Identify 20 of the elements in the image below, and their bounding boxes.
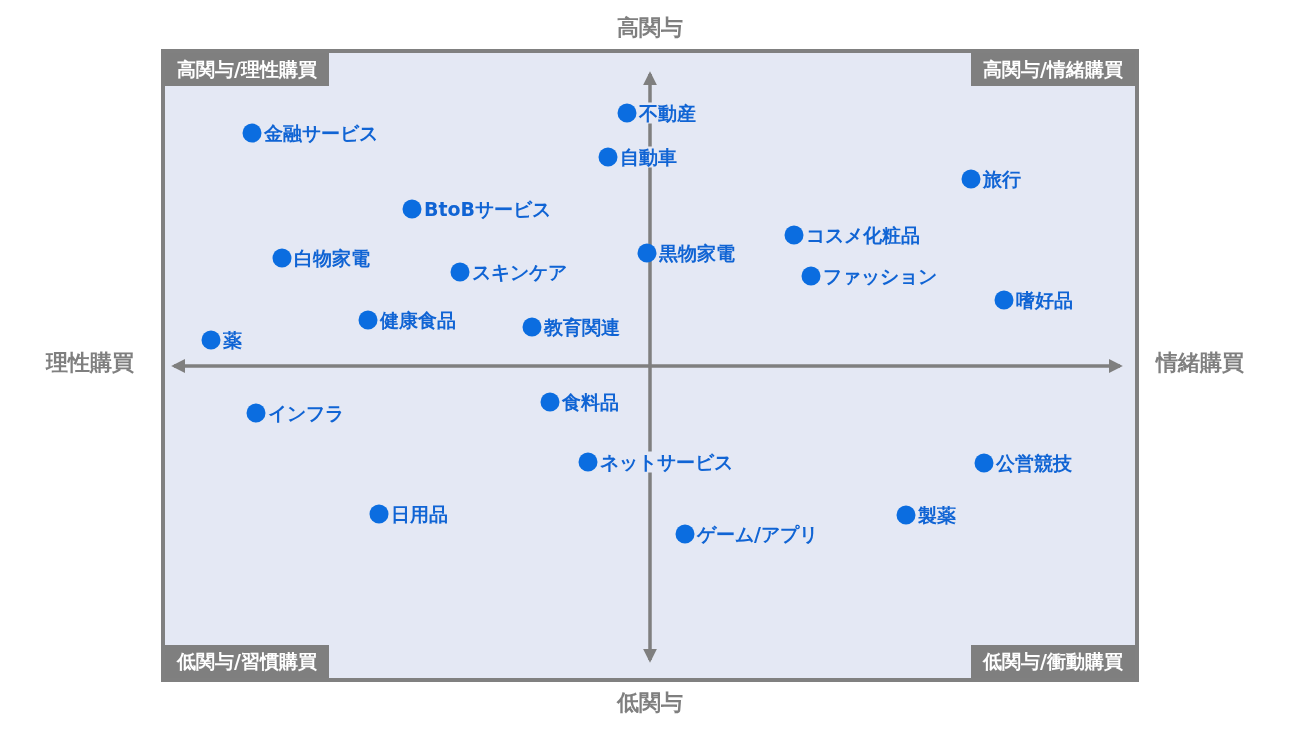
point-label: 食料品 — [560, 391, 621, 413]
point-label: 教育関連 — [542, 316, 622, 338]
point-label: 薬 — [221, 329, 244, 351]
point-label: 不動産 — [637, 102, 698, 124]
point-label: 健康食品 — [378, 309, 458, 331]
point-label: 公営競技 — [994, 452, 1074, 474]
quadrant-label: 高関与/情緒購買 — [971, 53, 1135, 86]
axis-label: 低関与 — [617, 692, 683, 714]
quadrant-label: 低関与/習慣購買 — [165, 645, 329, 678]
point-label: 製薬 — [916, 504, 958, 526]
point-label: スキンケア — [470, 261, 569, 283]
point-label: 旅行 — [981, 168, 1023, 190]
axis-label: 高関与 — [617, 17, 683, 39]
quadrant-label: 低関与/衝動購買 — [971, 645, 1135, 678]
quadrant-label: 高関与/理性購買 — [165, 53, 329, 86]
axis-label: 理性購買 — [46, 352, 134, 374]
point-label: 白物家電 — [292, 247, 372, 269]
point-label: 嗜好品 — [1014, 289, 1075, 311]
point-label: 黒物家電 — [657, 242, 737, 264]
axis-label: 情緒購買 — [1156, 352, 1244, 374]
